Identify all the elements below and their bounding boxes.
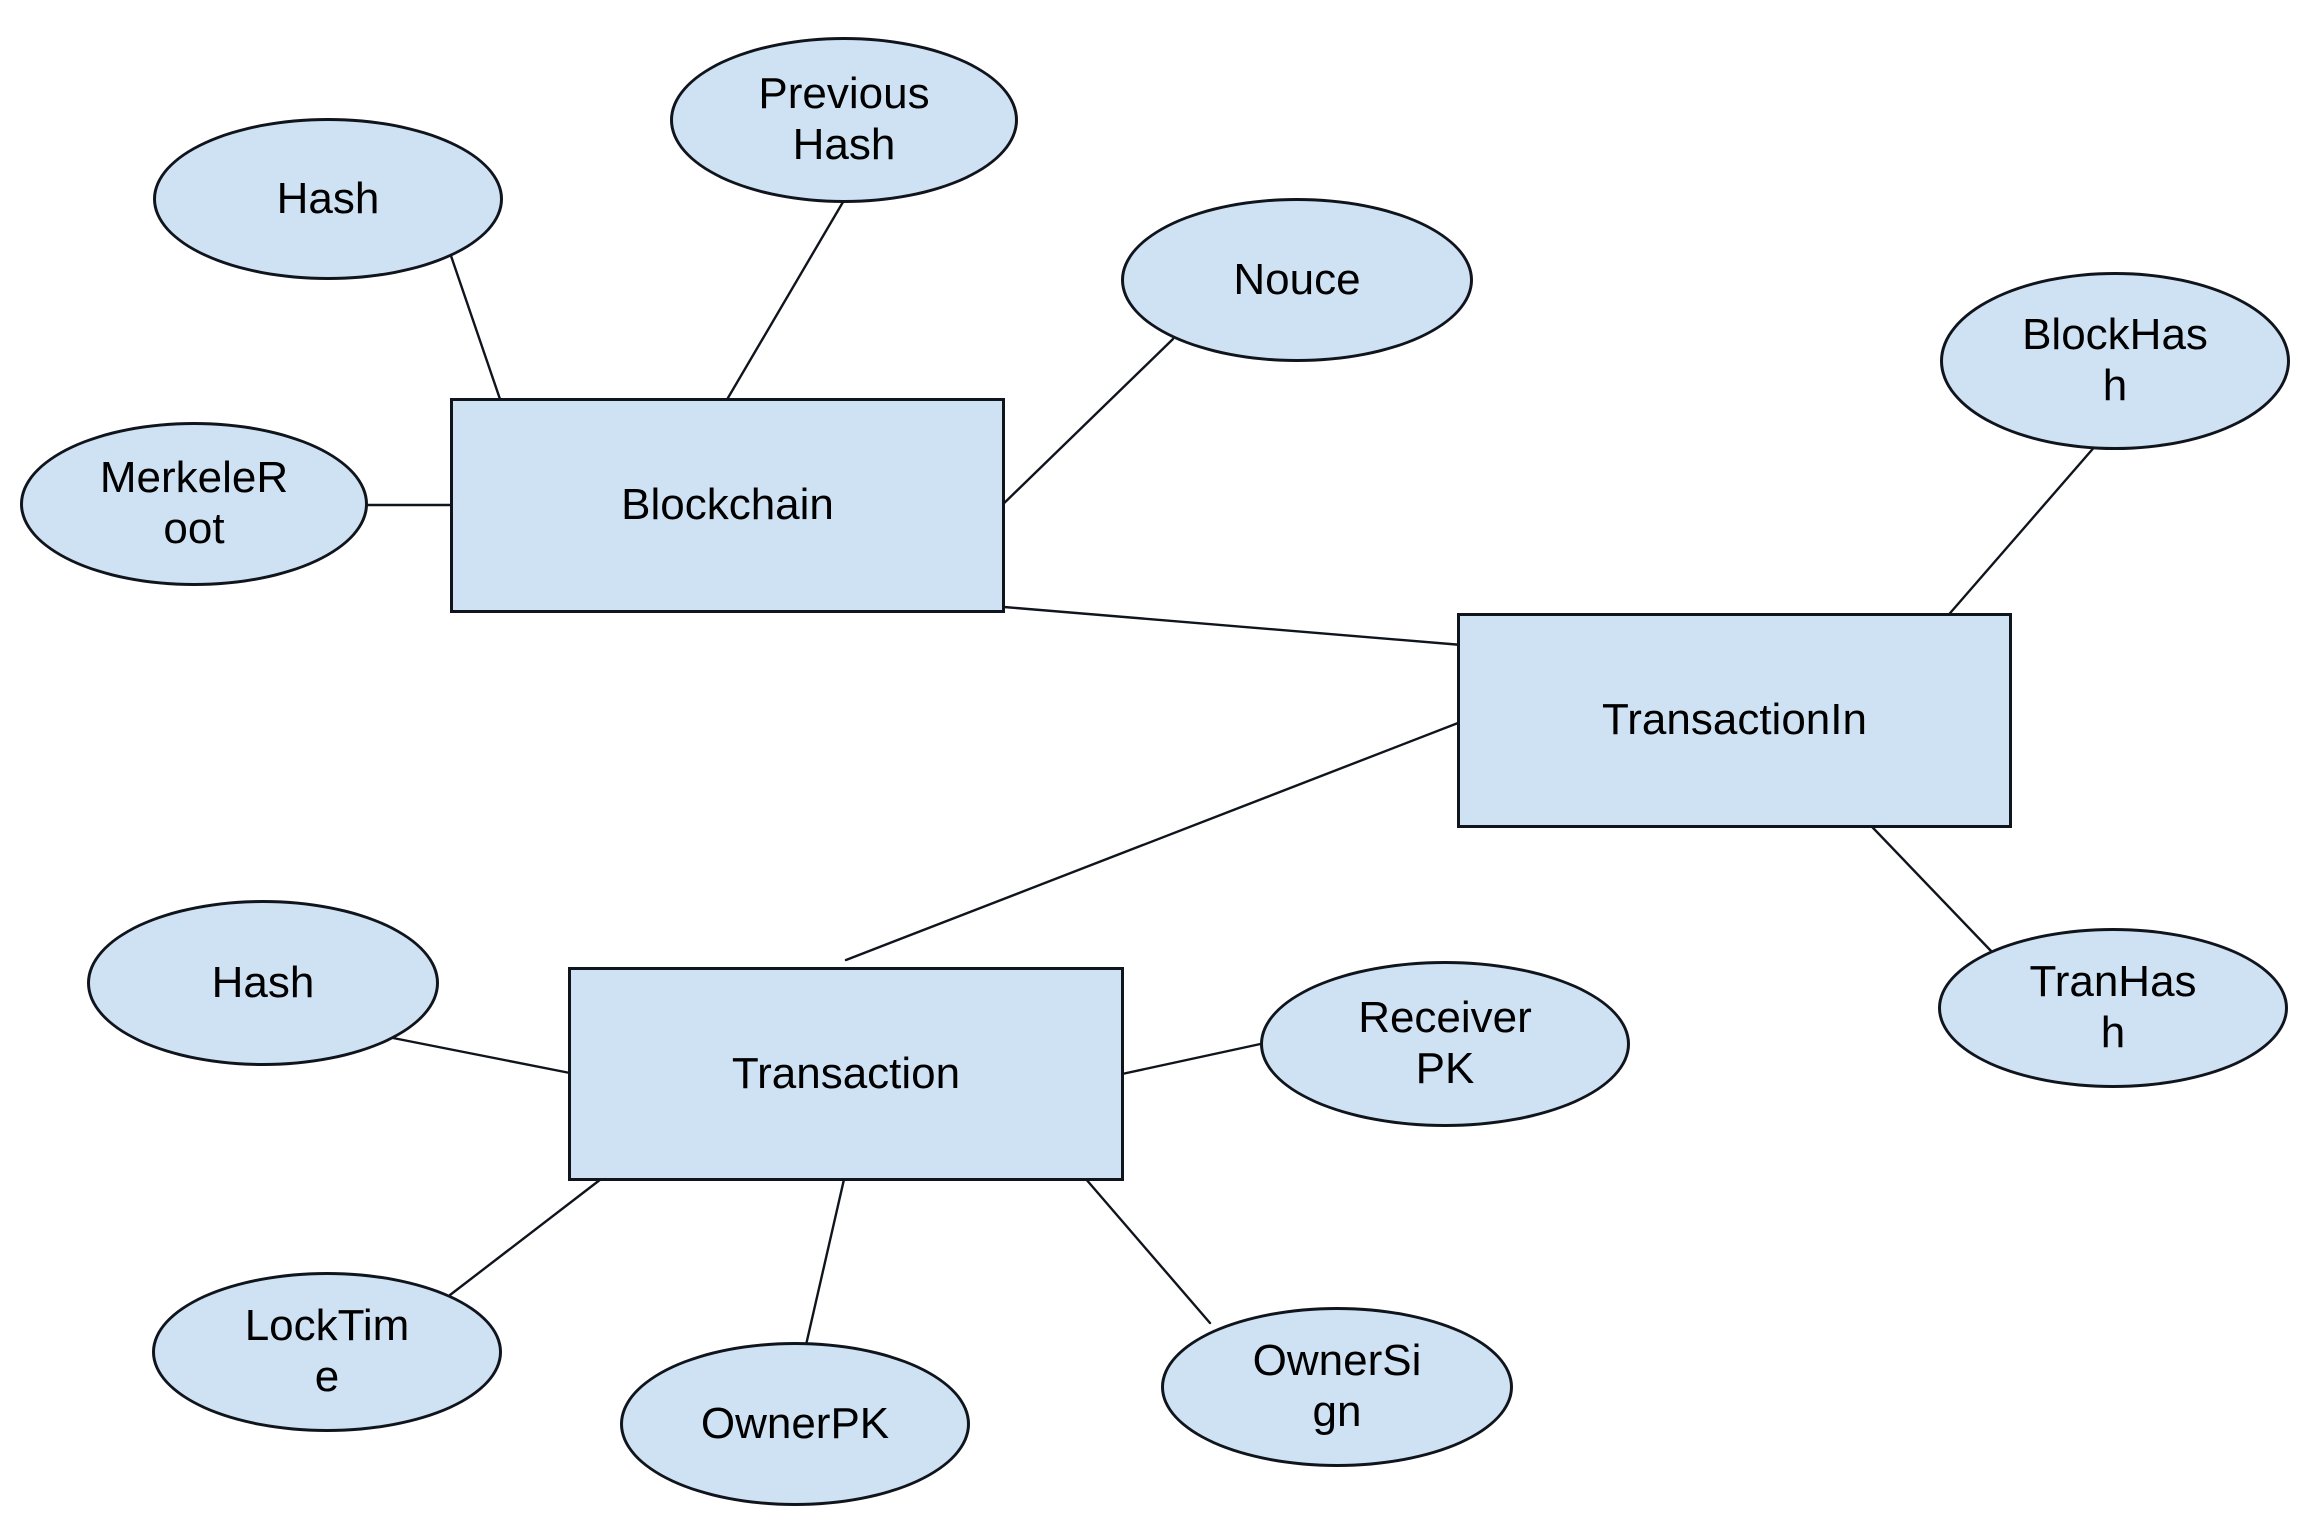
entity-blockchain: Blockchain [450,398,1005,613]
attribute-merkele-root-label: MerkeleR oot [99,453,289,553]
attribute-owner-pk: OwnerPK [620,1342,970,1506]
connector-transactionin-transaction [844,721,1460,962]
connector-hash-transaction [391,1036,572,1075]
entity-transaction-in-label: TransactionIn [1602,695,1867,745]
attribute-hash-transaction: Hash [87,900,439,1066]
attribute-owner-sign: OwnerSi gn [1161,1307,1513,1467]
connector-hash-blockchain [447,248,504,407]
attribute-owner-sign-label: OwnerSi gn [1252,1336,1422,1436]
attribute-hash-block: Hash [153,118,503,280]
connector-transactionin-tranhash [1851,805,1994,954]
attribute-previous-hash-label: Previous Hash [758,69,930,169]
attribute-nouce-label: Nouce [1233,254,1361,304]
connector-blockhash-transactionin [1936,442,2099,629]
attribute-lock-time: LockTim e [152,1272,502,1432]
attribute-tran-hash-label: TranHas h [2029,957,2197,1057]
attribute-merkele-root: MerkeleR oot [20,422,368,586]
entity-transaction-label: Transaction [731,1048,961,1098]
attribute-tran-hash: TranHas h [1938,928,2288,1088]
connector-previoushash-blockchain [713,200,845,422]
entity-transaction-in: TransactionIn [1457,613,2012,828]
attribute-lock-time-label: LockTim e [244,1301,410,1401]
attribute-block-hash: BlockHas h [1940,272,2290,450]
attribute-nouce: Nouce [1121,198,1473,362]
attribute-hash-block-label: Hash [276,173,380,223]
attribute-receiver-pk: Receiver PK [1260,961,1630,1127]
attribute-owner-pk-label: OwnerPK [700,1398,890,1448]
attribute-block-hash-label: BlockHas h [2022,310,2208,410]
connector-transaction-ownerpk [804,1173,847,1347]
entity-transaction: Transaction [568,967,1124,1181]
entity-blockchain-label: Blockchain [621,480,834,530]
attribute-receiver-pk-label: Receiver PK [1358,993,1532,1093]
connector-transaction-locktime [448,1164,620,1297]
attribute-hash-transaction-label: Hash [211,957,315,1007]
connector-blockchain-transactionin [1002,605,1464,647]
connector-transaction-receiverpk [1120,1041,1267,1076]
connector-transaction-ownersign [1083,1176,1212,1325]
connector-nouce-blockchain [994,337,1175,513]
attribute-previous-hash: Previous Hash [670,37,1018,203]
